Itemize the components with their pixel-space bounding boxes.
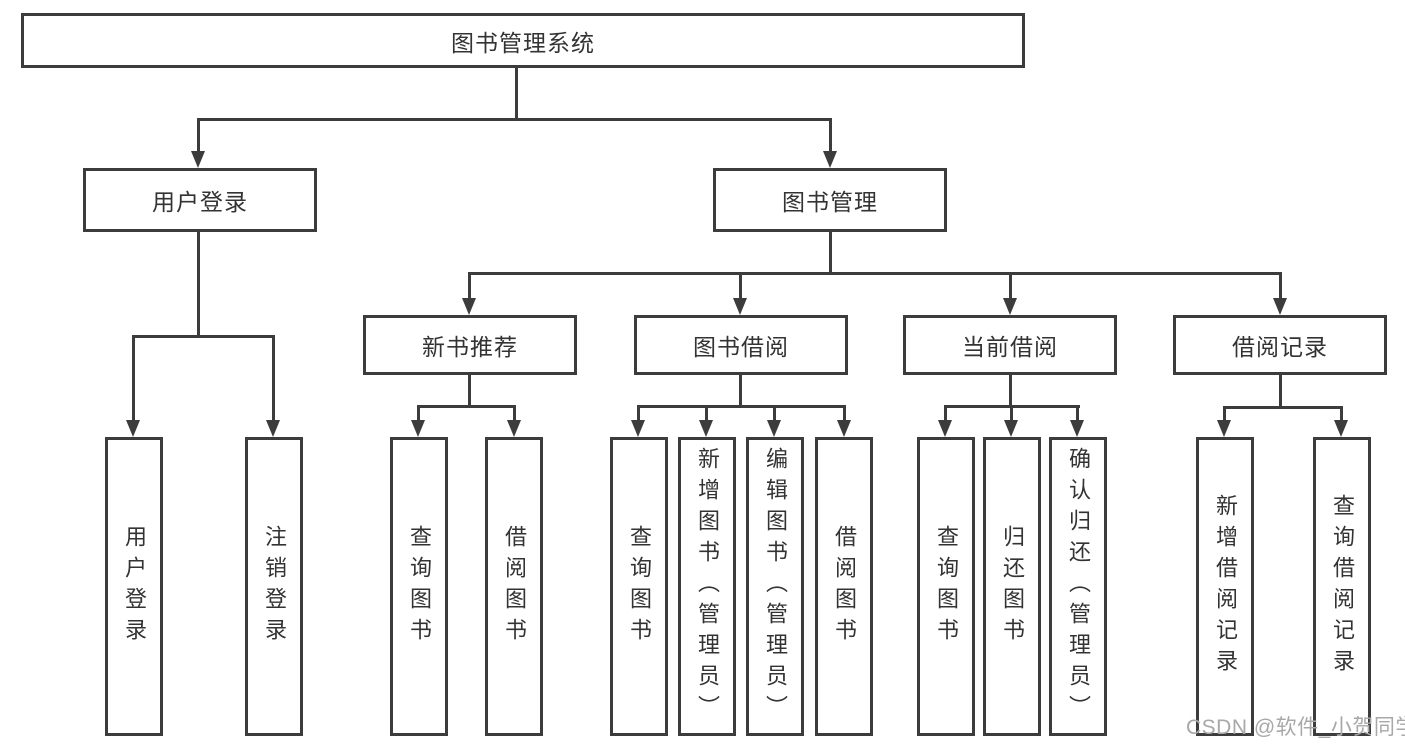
connector-line	[1340, 406, 1343, 420]
node-label: 借阅图书	[832, 524, 857, 649]
leaf-edit-book-admin: 编辑图书（管理员）	[746, 437, 804, 736]
connector-line	[132, 335, 135, 420]
node-label: 查询图书	[407, 524, 432, 649]
arrow-head	[631, 420, 645, 437]
leaf-logout: 注销登录	[245, 437, 303, 736]
csdn-watermark: CSDN @软件_小贺同学	[1186, 716, 1405, 739]
connector-line	[1279, 375, 1282, 406]
connector-line	[272, 335, 275, 420]
leaf-query-books-borrowing: 查询图书	[610, 437, 668, 736]
connector-line	[1076, 405, 1079, 420]
connector-line	[513, 405, 516, 420]
node-borrowing-records: 借阅记录	[1173, 315, 1387, 375]
node-label: 图书借阅	[693, 334, 789, 360]
connector-line	[944, 405, 947, 420]
node-label: 查询借阅记录	[1330, 493, 1355, 680]
node-label: 用户登录	[152, 189, 248, 215]
connector-line	[197, 118, 200, 151]
connector-line	[1223, 406, 1343, 409]
connector-line	[515, 68, 518, 118]
node-label: 新增借阅记录	[1213, 493, 1238, 680]
node-label: 当前借阅	[962, 334, 1058, 360]
node-label: 注销登录	[262, 524, 287, 649]
node-label: 新增图书（管理员）	[695, 447, 720, 726]
node-label: 查询图书	[627, 524, 652, 649]
node-label: 新书推荐	[422, 334, 518, 360]
connector-line	[417, 405, 516, 408]
connector-line	[1009, 272, 1012, 298]
arrow-head	[823, 151, 837, 168]
node-label: 借阅图书	[502, 524, 527, 649]
node-label: 编辑图书（管理员）	[763, 447, 788, 726]
node-current-borrowing: 当前借阅	[903, 315, 1117, 375]
leaf-query-books-current: 查询图书	[917, 437, 975, 736]
leaf-return-book: 归还图书	[983, 437, 1041, 736]
connector-line	[829, 118, 832, 151]
node-book-management: 图书管理	[713, 168, 947, 232]
arrow-head	[837, 420, 851, 437]
connector-line	[417, 405, 420, 420]
node-label: 用户登录	[122, 524, 147, 649]
connector-line	[197, 232, 200, 335]
arrow-head	[462, 298, 476, 315]
leaf-confirm-return-admin: 确认归还（管理员）	[1049, 437, 1107, 736]
arrow-head	[191, 151, 205, 168]
node-label: 图书管理	[782, 189, 878, 215]
arrow-head	[938, 420, 952, 437]
arrow-head	[411, 420, 425, 437]
node-label: 借阅记录	[1232, 334, 1328, 360]
connector-line	[637, 405, 640, 420]
leaf-query-borrow-record: 查询借阅记录	[1313, 437, 1371, 736]
leaf-borrow-books-recommend: 借阅图书	[485, 437, 543, 736]
connector-line	[1009, 375, 1012, 405]
node-user-login: 用户登录	[83, 168, 317, 232]
node-label: 查询图书	[934, 524, 959, 649]
connector-line	[1223, 406, 1226, 420]
connector-line	[468, 375, 471, 405]
arrow-head	[126, 420, 140, 437]
leaf-user-login: 用户登录	[105, 437, 163, 736]
connector-line	[705, 405, 708, 420]
node-library-management-system: 图书管理系统	[21, 13, 1025, 68]
node-label: 图书管理系统	[451, 29, 595, 56]
arrow-head	[1004, 420, 1018, 437]
arrow-head	[266, 420, 280, 437]
node-label: 确认归还（管理员）	[1066, 447, 1091, 726]
node-book-borrowing: 图书借阅	[634, 315, 848, 375]
connector-line	[1279, 272, 1282, 298]
arrow-head	[507, 420, 521, 437]
arrow-head	[1217, 420, 1231, 437]
arrow-head	[1003, 298, 1017, 315]
leaf-add-book-admin: 新增图书（管理员）	[678, 437, 736, 736]
connector-line	[132, 335, 275, 338]
connector-line	[773, 405, 776, 420]
leaf-query-books-recommend: 查询图书	[390, 437, 448, 736]
arrow-head	[1334, 420, 1348, 437]
connector-line	[739, 272, 742, 298]
connector-line	[739, 375, 742, 405]
arrow-head	[1273, 298, 1287, 315]
connector-line	[829, 232, 832, 272]
arrow-head	[1070, 420, 1084, 437]
arrow-head	[767, 420, 781, 437]
arrow-head	[699, 420, 713, 437]
connector-line	[197, 118, 832, 121]
node-label: 归还图书	[1000, 524, 1025, 649]
leaf-add-borrow-record: 新增借阅记录	[1196, 437, 1254, 736]
connector-line	[1010, 405, 1013, 420]
node-new-book-recommendation: 新书推荐	[363, 315, 577, 375]
connector-line	[468, 272, 1281, 275]
arrow-head	[733, 298, 747, 315]
connector-line	[637, 405, 846, 408]
connector-line	[468, 272, 471, 298]
connector-line	[843, 405, 846, 420]
leaf-borrow-books-borrowing: 借阅图书	[815, 437, 873, 736]
